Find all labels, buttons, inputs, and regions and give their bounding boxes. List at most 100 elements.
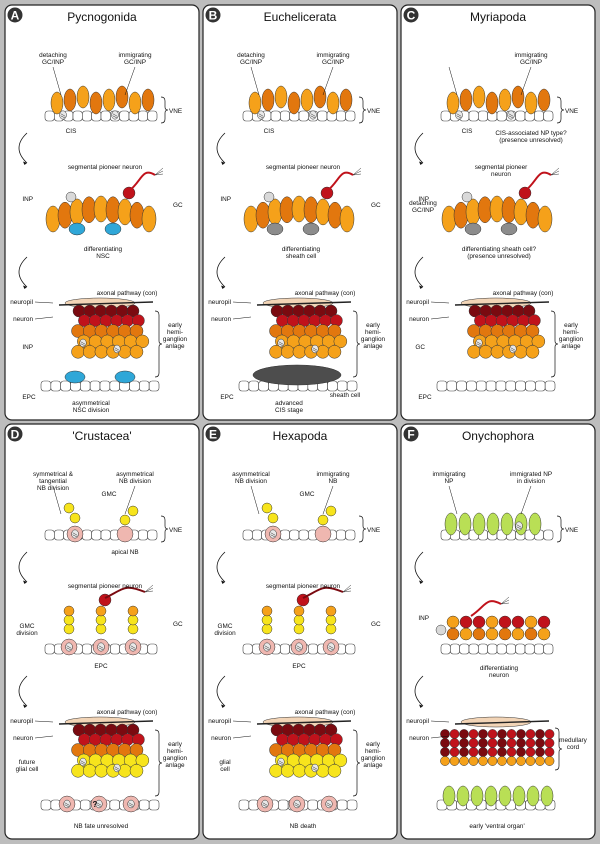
pioneer-neuron xyxy=(518,186,532,200)
ganglion-cell xyxy=(292,764,307,778)
label-line: segmental pioneer xyxy=(475,164,528,171)
label-line: differentiating xyxy=(84,246,123,253)
transition-arrowhead xyxy=(419,580,423,584)
cord-neuron xyxy=(478,747,488,757)
chromatin-line xyxy=(64,802,70,806)
label-line: VNE xyxy=(565,108,578,115)
label-line: NB division xyxy=(119,478,151,485)
chromatin-line xyxy=(278,343,284,347)
label-ventral-organ: early 'ventral organ' xyxy=(469,823,524,830)
label-line: ganglion xyxy=(163,336,188,343)
chromatin-line xyxy=(262,802,268,806)
epithelial-cell xyxy=(147,643,158,655)
label-pioneer-neuron: segmental pioneer neuron xyxy=(266,583,341,590)
label-line: early xyxy=(366,322,381,329)
epithelial-cell xyxy=(337,380,348,392)
cord-neuron xyxy=(506,738,517,748)
chromatin-line xyxy=(114,766,120,770)
label-line: INP xyxy=(418,615,429,622)
growth-cone xyxy=(154,173,164,176)
chromatin-line xyxy=(128,804,134,808)
label-line: GMC xyxy=(218,623,233,630)
gmc xyxy=(261,502,273,514)
panel-title: Hexapoda xyxy=(273,429,328,443)
label-line: GC/INP xyxy=(42,59,64,66)
label-line: CIS xyxy=(66,128,77,135)
ventral-organ-cell xyxy=(526,785,540,807)
transition-arrow xyxy=(414,551,424,583)
ventral-organ-cell xyxy=(442,785,456,807)
gmc xyxy=(325,605,337,617)
epithelial-cell xyxy=(534,110,544,122)
panel-badge xyxy=(403,7,419,23)
bracket xyxy=(160,96,169,124)
label-nb-death: NB death xyxy=(290,823,317,830)
bracket xyxy=(154,310,163,378)
label-line: VNE xyxy=(169,527,182,534)
cord-neuron xyxy=(516,756,526,766)
cord-neuron xyxy=(478,756,488,766)
transition-arrowhead xyxy=(221,285,225,289)
epithelial-cell xyxy=(147,110,158,122)
label-line: neuropil xyxy=(208,299,231,306)
gmc xyxy=(95,623,107,635)
label-line: immigrated NP xyxy=(510,471,552,478)
label-line: division xyxy=(16,630,38,637)
gmc xyxy=(261,605,273,617)
axonal-pathway xyxy=(256,720,352,725)
epithelial-cell xyxy=(44,529,55,541)
ganglion-cell xyxy=(467,345,481,359)
gmc xyxy=(293,605,305,617)
epithelial-cell xyxy=(89,380,101,392)
label-axonal-pathway: axonal pathway (con) xyxy=(295,709,356,716)
chromatin-line xyxy=(130,645,136,649)
epithelial-cell xyxy=(345,110,356,122)
ventral-organ-cell xyxy=(512,785,526,807)
differentiating-cell xyxy=(302,222,320,236)
epithelial-cell xyxy=(496,643,507,655)
ganglion-cell xyxy=(269,345,283,359)
transition-arrow xyxy=(18,256,28,288)
differentiating-neuron xyxy=(524,615,538,629)
epithelial-cell xyxy=(515,380,526,392)
chromatin-line xyxy=(130,647,136,651)
chromatin-line xyxy=(510,349,516,353)
cord-neuron xyxy=(449,747,460,757)
leader-line xyxy=(124,66,136,96)
label-cis: CIS xyxy=(264,128,275,135)
label-line: division xyxy=(214,630,236,637)
label-line: hemi- xyxy=(167,748,183,755)
epithelial-cell xyxy=(248,380,259,392)
label-neuropil: neuropil xyxy=(406,299,429,306)
differentiating-neuron xyxy=(446,615,460,629)
label-line: in division xyxy=(517,478,546,485)
leader-line xyxy=(124,485,136,515)
label-line: early xyxy=(564,322,579,329)
ganglion-cell xyxy=(327,764,342,778)
epithelial-cell xyxy=(515,643,526,655)
epithelial-cell xyxy=(543,529,554,541)
ganglion-cell xyxy=(339,205,355,233)
immigrating-cell xyxy=(326,91,340,115)
immigrating-cell xyxy=(128,91,142,115)
chromatin-line xyxy=(98,645,104,649)
epithelial-cell xyxy=(336,529,346,541)
immigrating-cell xyxy=(537,88,551,112)
bracket xyxy=(556,96,565,124)
pioneer-axon xyxy=(128,171,156,192)
nsc-cell xyxy=(114,370,136,384)
immigrating-cell xyxy=(274,85,288,109)
